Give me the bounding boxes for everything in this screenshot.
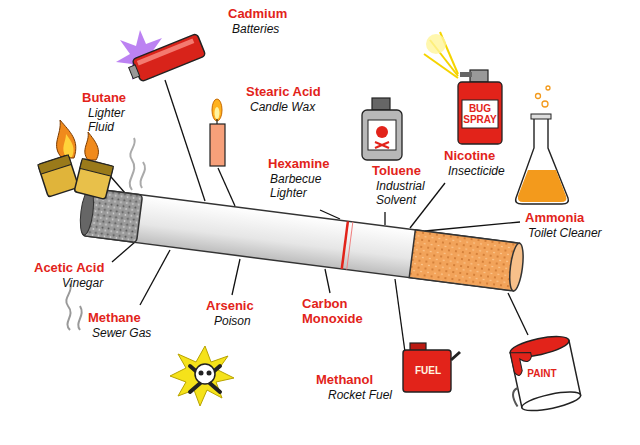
- chemical-name: Nicotine: [444, 148, 495, 163]
- chemical-name: Ammonia: [525, 210, 584, 225]
- flask-icon: [516, 86, 569, 204]
- smoke: [130, 138, 145, 190]
- fuel-can-icon: [403, 343, 460, 392]
- candle-icon: [210, 99, 225, 166]
- chemical-name: Methane: [88, 310, 141, 325]
- household-use: Candle Wax: [250, 100, 315, 114]
- icon-text: FUEL: [408, 365, 448, 376]
- household-use: Poison: [214, 314, 251, 328]
- icon-text: PAINT: [520, 368, 564, 379]
- solvent-bottle-icon: [362, 98, 402, 160]
- household-use: Vinegar: [62, 276, 103, 290]
- household-use: Batteries: [232, 22, 279, 36]
- chemical-name: Arsenic: [206, 298, 254, 313]
- gas-wisps: [66, 284, 81, 330]
- paint-can-icon: [502, 333, 582, 416]
- chemical-name: Butane: [82, 90, 126, 105]
- chemical-name: Toluene: [372, 163, 421, 178]
- household-use: Toilet Cleaner: [528, 226, 602, 240]
- icon-text: BUG SPRAY: [463, 103, 497, 125]
- cigarette: [78, 187, 525, 291]
- household-use: Barbecue Lighter: [270, 172, 330, 200]
- household-use: Rocket Fuel: [328, 388, 392, 402]
- chemical-name: Carbon Monoxide: [302, 296, 374, 326]
- household-use: Sewer Gas: [92, 326, 151, 340]
- chemical-name: Hexamine: [268, 156, 329, 171]
- household-use: Industrial Solvent: [376, 179, 438, 207]
- household-use: Lighter Fluid: [88, 106, 138, 134]
- chemical-name: Methanol: [316, 372, 373, 387]
- chemical-name: Stearic Acid: [246, 84, 321, 99]
- battery-icon: [116, 30, 206, 84]
- household-use: Insecticide: [448, 164, 505, 178]
- chemical-name: Acetic Acid: [34, 260, 104, 275]
- bug-spray-icon: [424, 32, 502, 144]
- chemical-name: Cadmium: [228, 6, 287, 21]
- skull-icon: [170, 346, 234, 406]
